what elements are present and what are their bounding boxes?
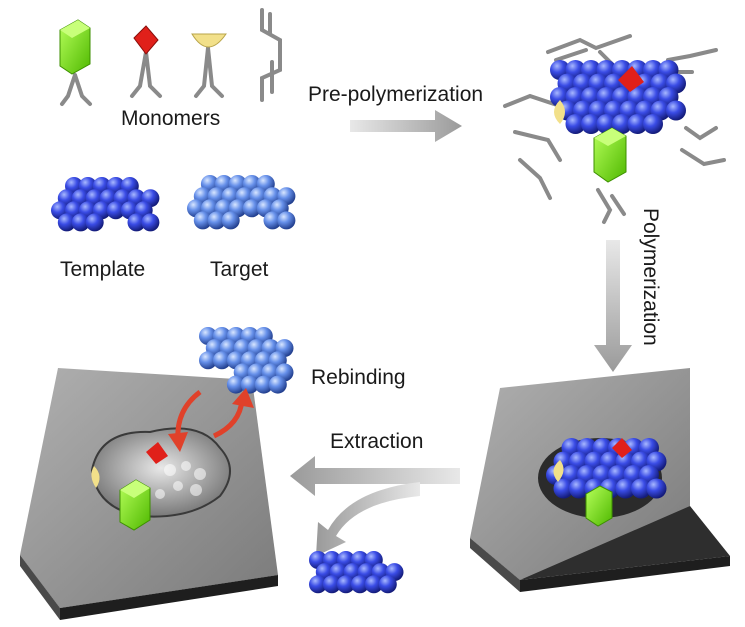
- pre-polymerization-arrow: [350, 110, 462, 142]
- monomer-red-icon: [132, 26, 160, 96]
- target-label: Target: [210, 258, 269, 281]
- polymerization-label: Polymerization: [639, 208, 662, 346]
- sphere: [141, 213, 159, 231]
- monomers-label: Monomers: [121, 107, 220, 130]
- template-molecule: [51, 177, 159, 231]
- extraction-label: Extraction: [330, 430, 423, 453]
- monomer-green-icon: [60, 20, 90, 104]
- sphere: [222, 211, 240, 229]
- sphere: [643, 114, 663, 134]
- extraction-arrow: [290, 456, 460, 496]
- monomer-green-icon: [586, 486, 612, 526]
- polymerization-arrow: [594, 240, 632, 372]
- monomer-yellow-icon: [192, 34, 226, 96]
- sphere: [666, 101, 686, 121]
- prepolymerization-complex: [505, 36, 724, 222]
- monomer-green-icon: [120, 480, 150, 530]
- sphere: [269, 376, 287, 394]
- template-label: Template: [60, 258, 145, 281]
- pre-polymerization-label: Pre-polymerization: [308, 83, 483, 106]
- monomer-green-icon: [594, 128, 626, 182]
- target-molecule: [187, 175, 295, 229]
- crosslinker-icon: [262, 10, 280, 100]
- sphere: [647, 479, 667, 499]
- sphere: [379, 575, 397, 593]
- extraction-down-arrow: [316, 482, 420, 556]
- rebinding-label: Rebinding: [311, 366, 406, 389]
- sphere: [86, 213, 104, 231]
- polymer-slab-with-template: [470, 368, 730, 592]
- sphere: [277, 211, 295, 229]
- extracted-template-molecule: [309, 551, 404, 593]
